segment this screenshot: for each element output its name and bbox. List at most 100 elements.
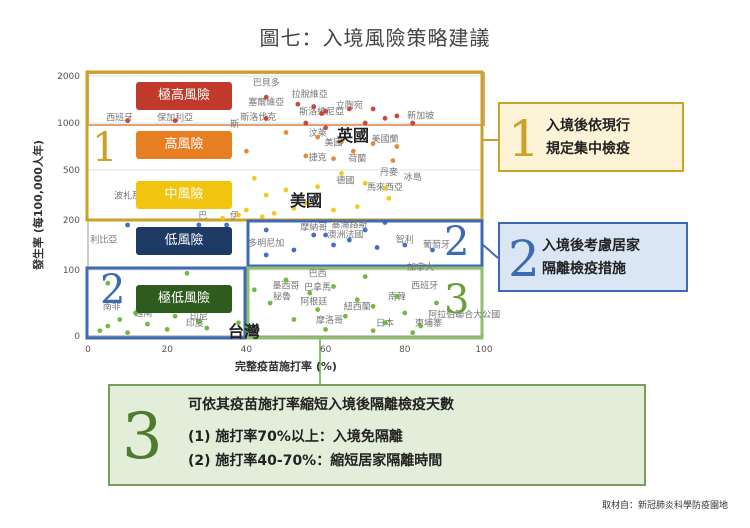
data-point bbox=[402, 242, 408, 248]
data-point bbox=[362, 274, 368, 279]
data-point bbox=[331, 207, 336, 213]
data-point bbox=[382, 320, 388, 326]
x-axis-label: 完整疫苗施打率 (%) bbox=[235, 359, 337, 373]
point-label: 斯 bbox=[230, 118, 239, 130]
data-point bbox=[339, 139, 344, 145]
data-point bbox=[434, 300, 439, 306]
point-label: 南非 bbox=[103, 301, 121, 313]
x-tick-label: 60 bbox=[320, 345, 332, 355]
data-point bbox=[394, 113, 400, 119]
data-point bbox=[323, 108, 328, 114]
point-label: 美國蘭 bbox=[371, 133, 398, 145]
point-label: 保加利亞 bbox=[157, 112, 193, 124]
data-point bbox=[323, 327, 328, 332]
data-point bbox=[323, 125, 328, 131]
data-point bbox=[263, 94, 269, 100]
data-point bbox=[271, 210, 277, 216]
y-tick-label: 2000 bbox=[57, 72, 80, 82]
x-tick-label: 20 bbox=[161, 345, 173, 355]
point-label: 拉脫維亞 bbox=[292, 88, 328, 100]
callout-zone-1: 1 入境後依現行 規定集中檢疫 bbox=[498, 102, 684, 172]
point-label: 智利 bbox=[396, 234, 414, 246]
recommendation-heading: 可依其疫苗施打率縮短入境後隔離檢疫天數 bbox=[188, 397, 454, 413]
data-point bbox=[164, 327, 170, 332]
data-point bbox=[204, 325, 210, 331]
point-label: 多明尼加 bbox=[248, 237, 284, 249]
point-label: 立陶宛 bbox=[336, 99, 363, 111]
data-point bbox=[339, 170, 344, 176]
data-point bbox=[295, 101, 301, 107]
point-label: 阿根廷 bbox=[300, 295, 327, 307]
data-point bbox=[267, 300, 273, 306]
x-tick-label: 80 bbox=[399, 345, 411, 355]
data-point bbox=[291, 317, 297, 322]
source-credit: 取材自：新冠肺炎科學防疫園地 bbox=[601, 501, 728, 511]
data-point bbox=[331, 156, 336, 162]
data-point bbox=[362, 227, 368, 233]
point-label: 利比亞 bbox=[90, 234, 117, 246]
zone-3-box bbox=[246, 266, 484, 340]
recommendation-number: 3 bbox=[122, 400, 163, 474]
y-tick-label: 0 bbox=[74, 332, 80, 342]
data-point bbox=[236, 320, 241, 326]
point-label: 新加坡 bbox=[407, 109, 434, 121]
data-point bbox=[315, 134, 321, 140]
data-point bbox=[105, 280, 111, 286]
data-point bbox=[291, 247, 297, 253]
point-label: 印尼 bbox=[190, 311, 208, 323]
data-point bbox=[370, 141, 376, 147]
data-point bbox=[251, 287, 257, 293]
point-label: 巴貝多 bbox=[253, 76, 280, 88]
data-point bbox=[303, 153, 309, 159]
callout-zone-2: 2 入境後考慮居家 隔離檢疫措施 bbox=[498, 222, 688, 292]
callout-zone-1-number: 1 bbox=[508, 110, 540, 168]
data-point bbox=[224, 222, 230, 228]
data-point bbox=[362, 120, 368, 126]
data-point bbox=[382, 185, 388, 191]
point-label: 塞浦路斯 bbox=[331, 219, 367, 231]
data-point bbox=[283, 187, 289, 193]
point-label: 斯洛伐克 bbox=[240, 111, 276, 123]
data-point bbox=[145, 321, 150, 327]
y-tick-label: 200 bbox=[63, 216, 80, 226]
data-point bbox=[430, 247, 435, 253]
data-point bbox=[346, 237, 352, 243]
callout-zone-1-line2: 規定集中檢疫 bbox=[546, 141, 630, 157]
point-label: 捷克 bbox=[309, 152, 327, 164]
data-point bbox=[323, 232, 328, 238]
data-point bbox=[410, 120, 416, 126]
data-point bbox=[184, 270, 190, 276]
data-point bbox=[315, 184, 321, 190]
risk-label-very-low: 極低風險 bbox=[136, 285, 232, 313]
point-label: 紐西蘭 bbox=[344, 301, 371, 313]
point-label: 伊 bbox=[230, 209, 239, 221]
data-point bbox=[196, 222, 202, 228]
point-label: 摩納哥 bbox=[300, 221, 327, 233]
recommendation-line-2: (2) 施打率40-70%：縮短居家隔離時間 bbox=[188, 453, 443, 469]
data-point bbox=[303, 200, 309, 206]
data-point bbox=[236, 212, 241, 218]
data-point bbox=[196, 319, 202, 324]
data-point bbox=[263, 192, 269, 198]
data-point bbox=[382, 115, 388, 121]
data-point bbox=[311, 104, 317, 109]
point-label: 巴西 bbox=[309, 269, 327, 280]
zone-2-box-right bbox=[246, 219, 484, 268]
data-point bbox=[291, 205, 297, 211]
data-point bbox=[370, 328, 376, 334]
data-point bbox=[418, 323, 424, 329]
data-point bbox=[382, 220, 388, 225]
data-point bbox=[350, 148, 356, 154]
data-point bbox=[410, 330, 416, 336]
risk-label-low: 低風險 bbox=[136, 227, 232, 255]
data-point bbox=[319, 111, 325, 116]
data-point bbox=[263, 227, 269, 233]
point-label: 西班牙 bbox=[411, 279, 438, 291]
point-label: 巴拿馬 bbox=[304, 281, 331, 293]
data-point bbox=[390, 158, 396, 164]
data-point bbox=[244, 207, 249, 213]
point-label: 塞爾維亞 bbox=[248, 96, 284, 108]
x-tick-label: 0 bbox=[85, 345, 91, 355]
data-point bbox=[283, 277, 289, 283]
data-point bbox=[283, 130, 289, 135]
